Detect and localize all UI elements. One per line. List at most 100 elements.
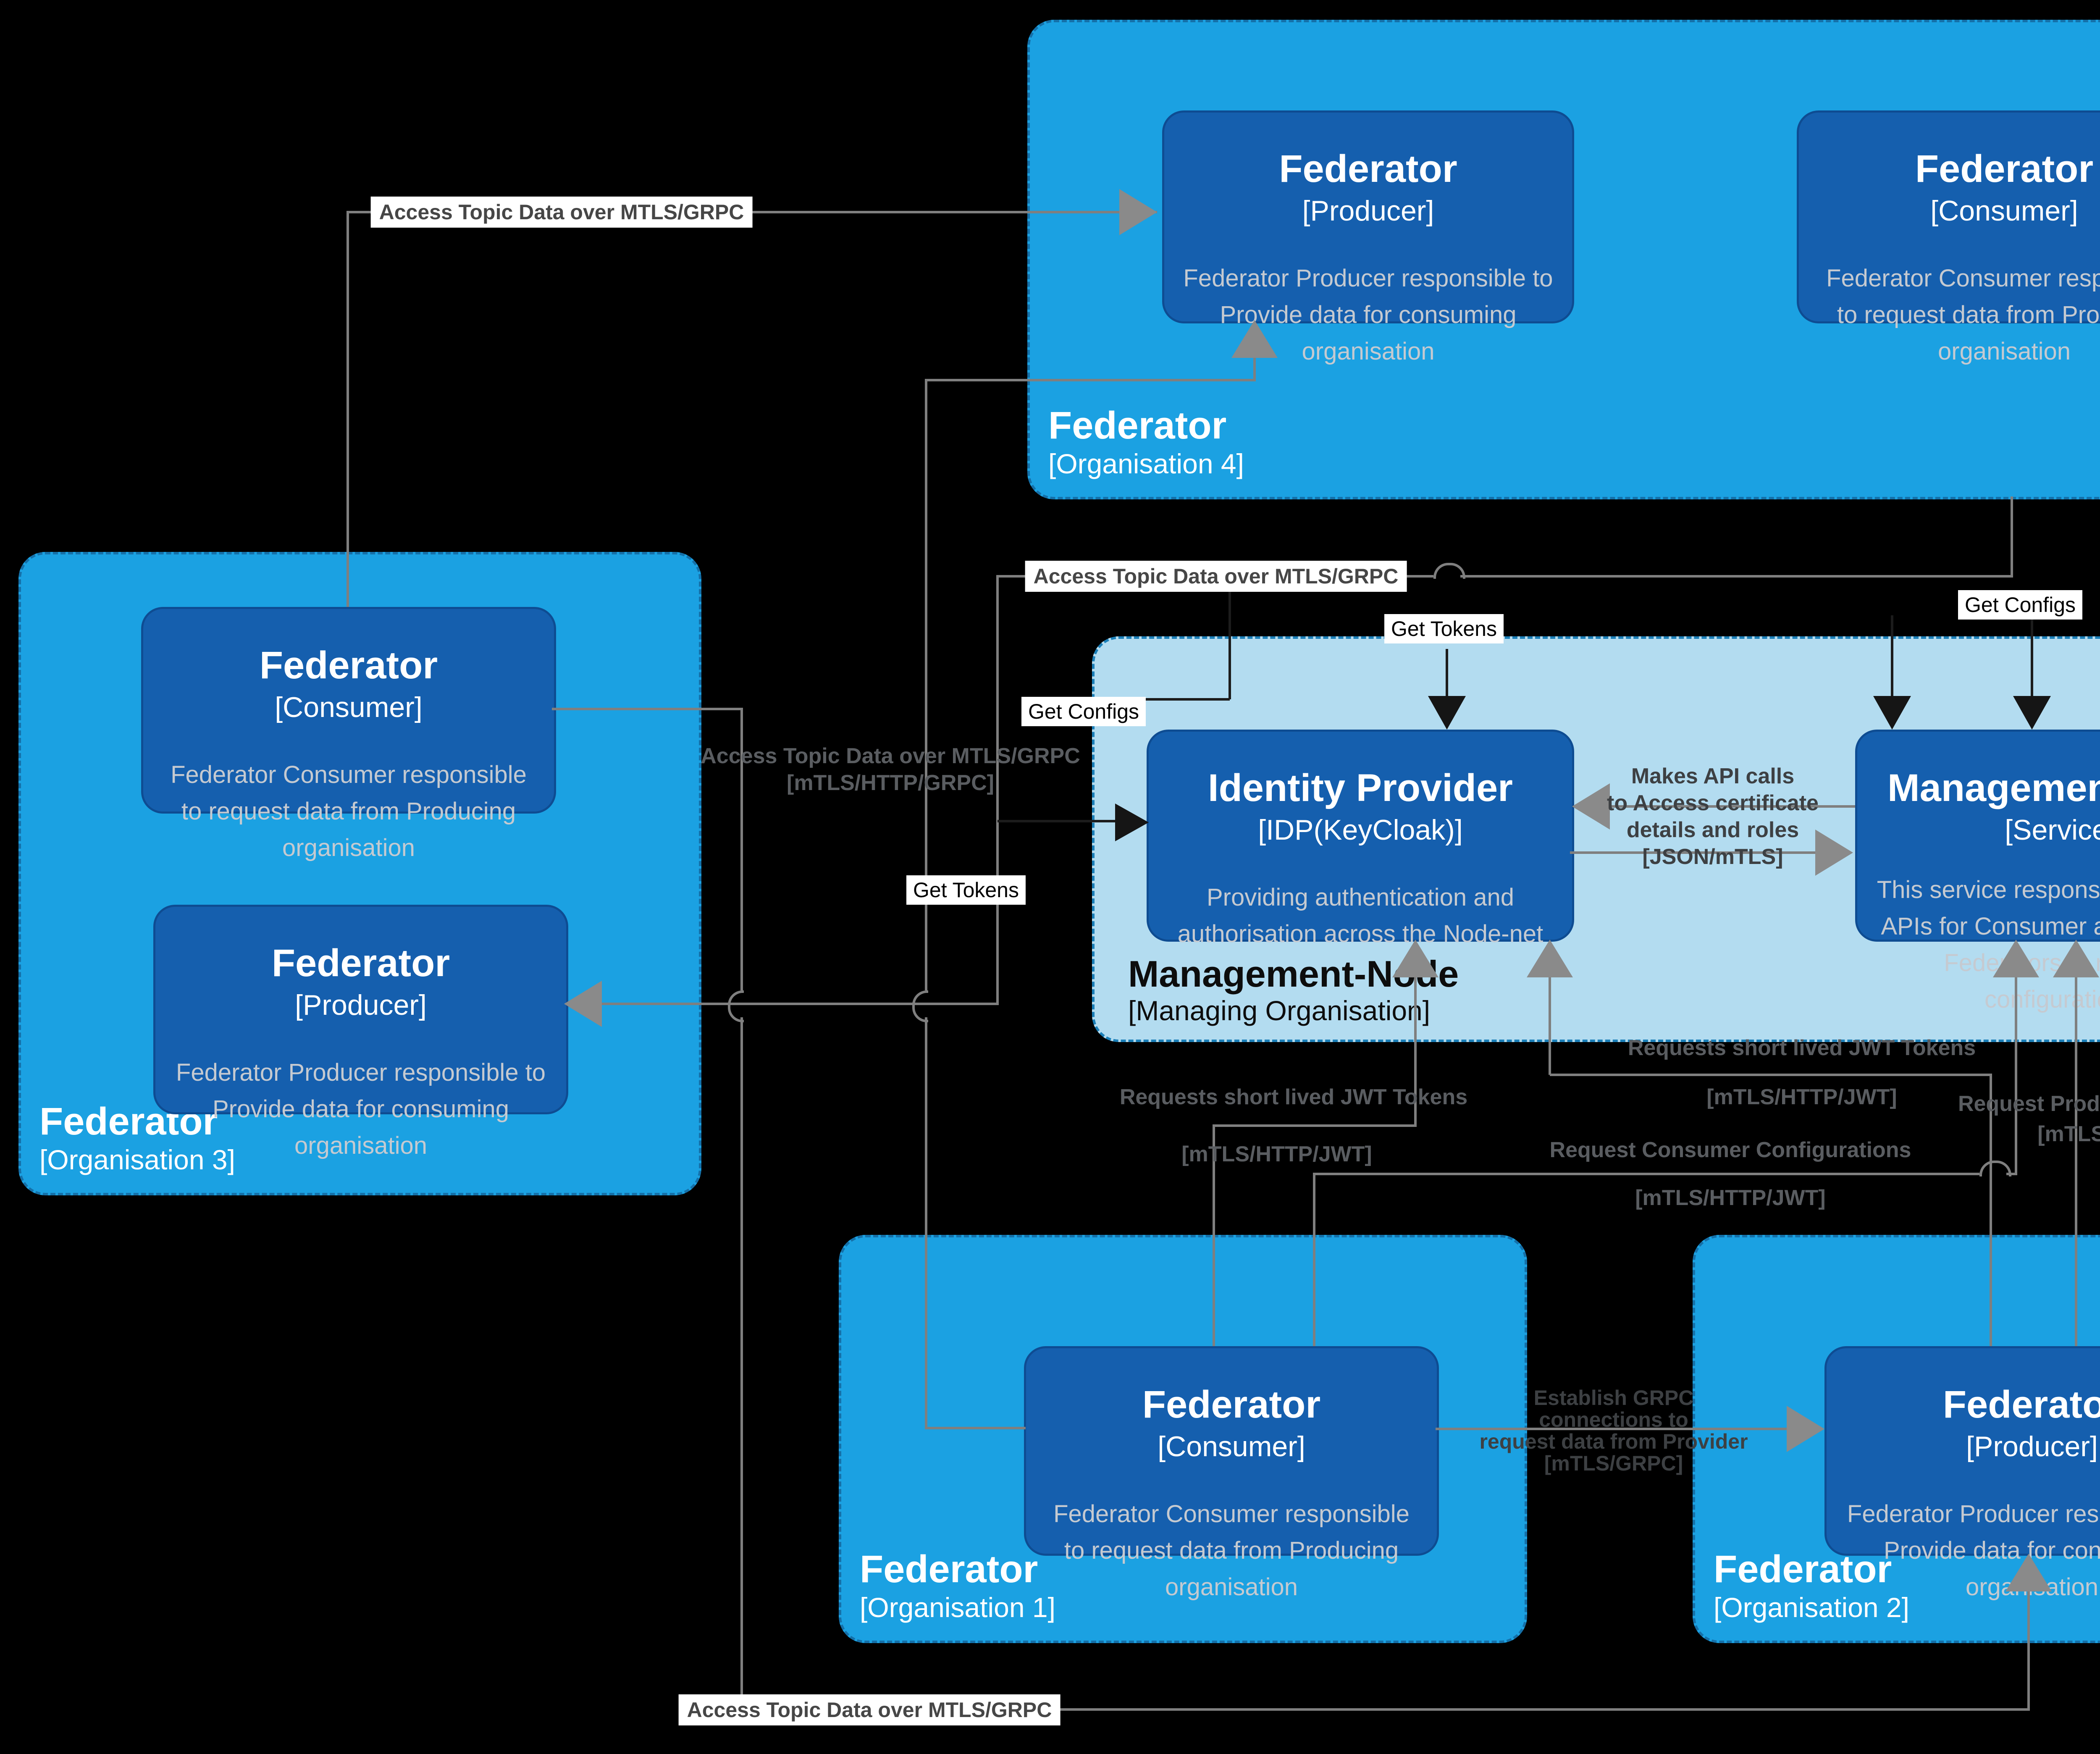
edge-service-to-idp (1610, 805, 1855, 808)
label-establish-line1: Establish GRPC (1533, 1386, 1694, 1410)
label-makes-api-line3: details and roles (1626, 818, 1799, 842)
node-description: Federator Producer responsible to Provid… (176, 1059, 546, 1159)
edge-org1consumer-to-service (2015, 977, 2017, 1174)
label-access-topic-data-mid: Access Topic Data over MTLS/GRPC (1025, 561, 1407, 592)
node-title: Federator (1142, 1383, 1321, 1426)
node-org3-federator-consumer: Federator [Consumer] Federator Consumer … (141, 607, 556, 861)
node-title: Federator (259, 644, 438, 687)
node-org4-federator-producer: Federator [Producer] Federator Producer … (1162, 110, 1574, 365)
edge-org4consumer-to-org3producer (996, 575, 999, 1004)
label-establish-line3: request data from Provider (1479, 1430, 1748, 1453)
label-makes-api-line2: to Access certificate (1607, 791, 1819, 815)
edge-org3consumer-to-org2producer (740, 1017, 743, 1709)
node-description: Federator Consumer responsible to reques… (1053, 1500, 1410, 1601)
group-subtitle: [Organisation 2] (1714, 1592, 1909, 1623)
label-req-consumer-line1: Request Consumer Configurations (1549, 1138, 1911, 1162)
edge-org2producer-to-service (2075, 977, 2077, 1346)
arrowhead-into-service-bottom-right (2053, 940, 2099, 977)
edge-org3consumer-to-org2producer (2027, 1591, 2030, 1709)
edge-org1consumer-to-service (1313, 1173, 1979, 1175)
label-req-consumer-line2: [mTLS/HTTP/JWT] (1635, 1186, 1826, 1210)
label-get-tokens-top: Get Tokens (1384, 614, 1504, 643)
node-org4-federator-consumer: Federator [Consumer] Federator Consumer … (1797, 110, 2100, 365)
label-get-tokens-left: Get Tokens (906, 875, 1026, 905)
node-description: Providing authentication and authorisati… (1177, 884, 1544, 948)
label-req-jwt-left-line2: [mTLS/HTTP/JWT] (1181, 1142, 1372, 1166)
arrowhead-get-configs-service-top-left (1873, 696, 1911, 730)
arrowhead-into-service-left (1815, 830, 1853, 876)
edge-org1consumer-to-org4producer (1253, 358, 1256, 381)
node-title: Federator (1279, 147, 1457, 190)
node-identity-provider: Identity Provider [IDP(KeyCloak)] Provid… (1147, 730, 1574, 948)
label-makes-api-line1: Makes API calls (1631, 764, 1795, 788)
label-establish-line2: connections to (1539, 1408, 1688, 1431)
edge-org1consumer-to-idp (1414, 977, 1417, 1126)
node-subtitle: [IDP(KeyCloak)] (1258, 814, 1463, 846)
node-org3-federator-producer: Federator [Producer] Federator Producer … (153, 905, 568, 1159)
edge-org1consumer-to-idp (1213, 1126, 1215, 1346)
group-title: Federator (1048, 404, 1227, 447)
group-subtitle: [Organisation 4] (1048, 448, 1244, 480)
label-req-jwt-right-line1: Requests short lived JWT Tokens (1628, 1036, 1976, 1060)
arrowhead-get-tokens-idp-left (1115, 803, 1149, 841)
label-get-configs-right: Get Configs (1958, 590, 2083, 620)
edge-org1consumer-to-service (2006, 1173, 2017, 1175)
edge-get-configs-into-service-top-left (1891, 615, 1893, 696)
edge-idp-to-service (1570, 851, 1815, 854)
label-makes-api-line4: [JSON/mTLS] (1642, 845, 1783, 869)
edge-org1consumer-to-service (1313, 1174, 1315, 1346)
node-subtitle: [Consumer] (1158, 1431, 1305, 1463)
arrowhead-into-org2-producer-left (1787, 1406, 1824, 1452)
edge-org2producer-to-idp (1990, 1075, 1992, 1346)
node-title: Management-Node (1887, 767, 2100, 809)
arrowhead-get-tokens-idp-top (1428, 696, 1466, 730)
node-title: Federator (1915, 147, 2094, 190)
arrowhead-into-org4-producer-left (1119, 189, 1157, 235)
node-subtitle: [Consumer] (1930, 195, 2078, 227)
node-description: Federator Consumer responsible to reques… (171, 761, 527, 861)
node-management-node-service: Management-Node [Service] This service r… (1855, 730, 2100, 1013)
node-org1-federator-consumer: Federator [Consumer] Federator Consumer … (1024, 1346, 1439, 1601)
arrowhead-into-org2-producer-bottom (2006, 1554, 2052, 1591)
edge-org2producer-to-idp (1549, 977, 1551, 1075)
node-subtitle: [Consumer] (275, 691, 423, 723)
edge-get-configs-left (1134, 698, 1230, 701)
node-title: Identity Provider (1208, 767, 1513, 809)
edge-org3consumer-to-org4producer (346, 212, 349, 607)
node-description: Federator Consumer responsible to reques… (1826, 265, 2100, 365)
edge-get-tokens-into-idp-left (998, 820, 1115, 822)
node-title: Federator (1942, 1383, 2100, 1426)
edge-org3consumer-to-org2producer (552, 708, 742, 710)
label-req-jwt-right-line2: [mTLS/HTTP/JWT] (1706, 1085, 1897, 1109)
arrowhead-into-idp-bottom-left (1392, 940, 1438, 977)
label-req-producer-line1: Request Producer Configurations (1958, 1092, 2100, 1116)
arrowhead-get-configs-service-top-right (2013, 696, 2051, 730)
edge-org1consumer-to-org4producer (925, 379, 927, 990)
group-subtitle: [Organisation 3] (39, 1144, 235, 1176)
edge-get-tokens-into-idp-top (1446, 649, 1448, 696)
node-subtitle: [Service] (2005, 814, 2100, 846)
arrowhead-into-idp-right (1572, 783, 1610, 830)
group-organisation-1-label: Federator [Organisation 1] (860, 1547, 1055, 1624)
arrowhead-into-idp-bottom-right (1527, 940, 1573, 977)
node-description: Federator Producer responsible to Provid… (1183, 265, 1553, 365)
node-org2-federator-producer: Federator [Producer] Federator Producer … (1824, 1346, 2100, 1601)
label-access-topic-data-bottom: Access Topic Data over MTLS/GRPC (678, 1694, 1060, 1725)
label-get-configs-left: Get Configs (1021, 697, 1146, 726)
edge-get-configs-left (1228, 576, 1231, 699)
node-subtitle: [Producer] (1966, 1431, 2098, 1463)
label-access-topic-grpc-line1: Access Topic Data over MTLS/GRPC (701, 744, 1080, 768)
edge-org3consumer-to-org2producer (740, 1708, 2030, 1711)
edge-org1consumer-to-idp (1213, 1124, 1417, 1127)
edge-org3consumer-to-org2producer (740, 708, 743, 990)
edge-org4consumer-to-org3producer (1460, 575, 2012, 578)
group-subtitle: [Organisation 1] (860, 1592, 1055, 1623)
edge-org1consumer-to-org4producer (925, 1017, 927, 1428)
label-req-producer-line2: [mTLS/HTTP/JWT] (2037, 1122, 2100, 1146)
arrowhead-into-org3-producer-right (564, 981, 602, 1027)
group-organisation-4-label: Federator [Organisation 4] (1048, 404, 1244, 480)
group-title: Federator (860, 1548, 1038, 1591)
edge-org4consumer-to-org3producer (2011, 496, 2013, 578)
arrowhead-into-org4-producer-bottom (1231, 320, 1278, 358)
